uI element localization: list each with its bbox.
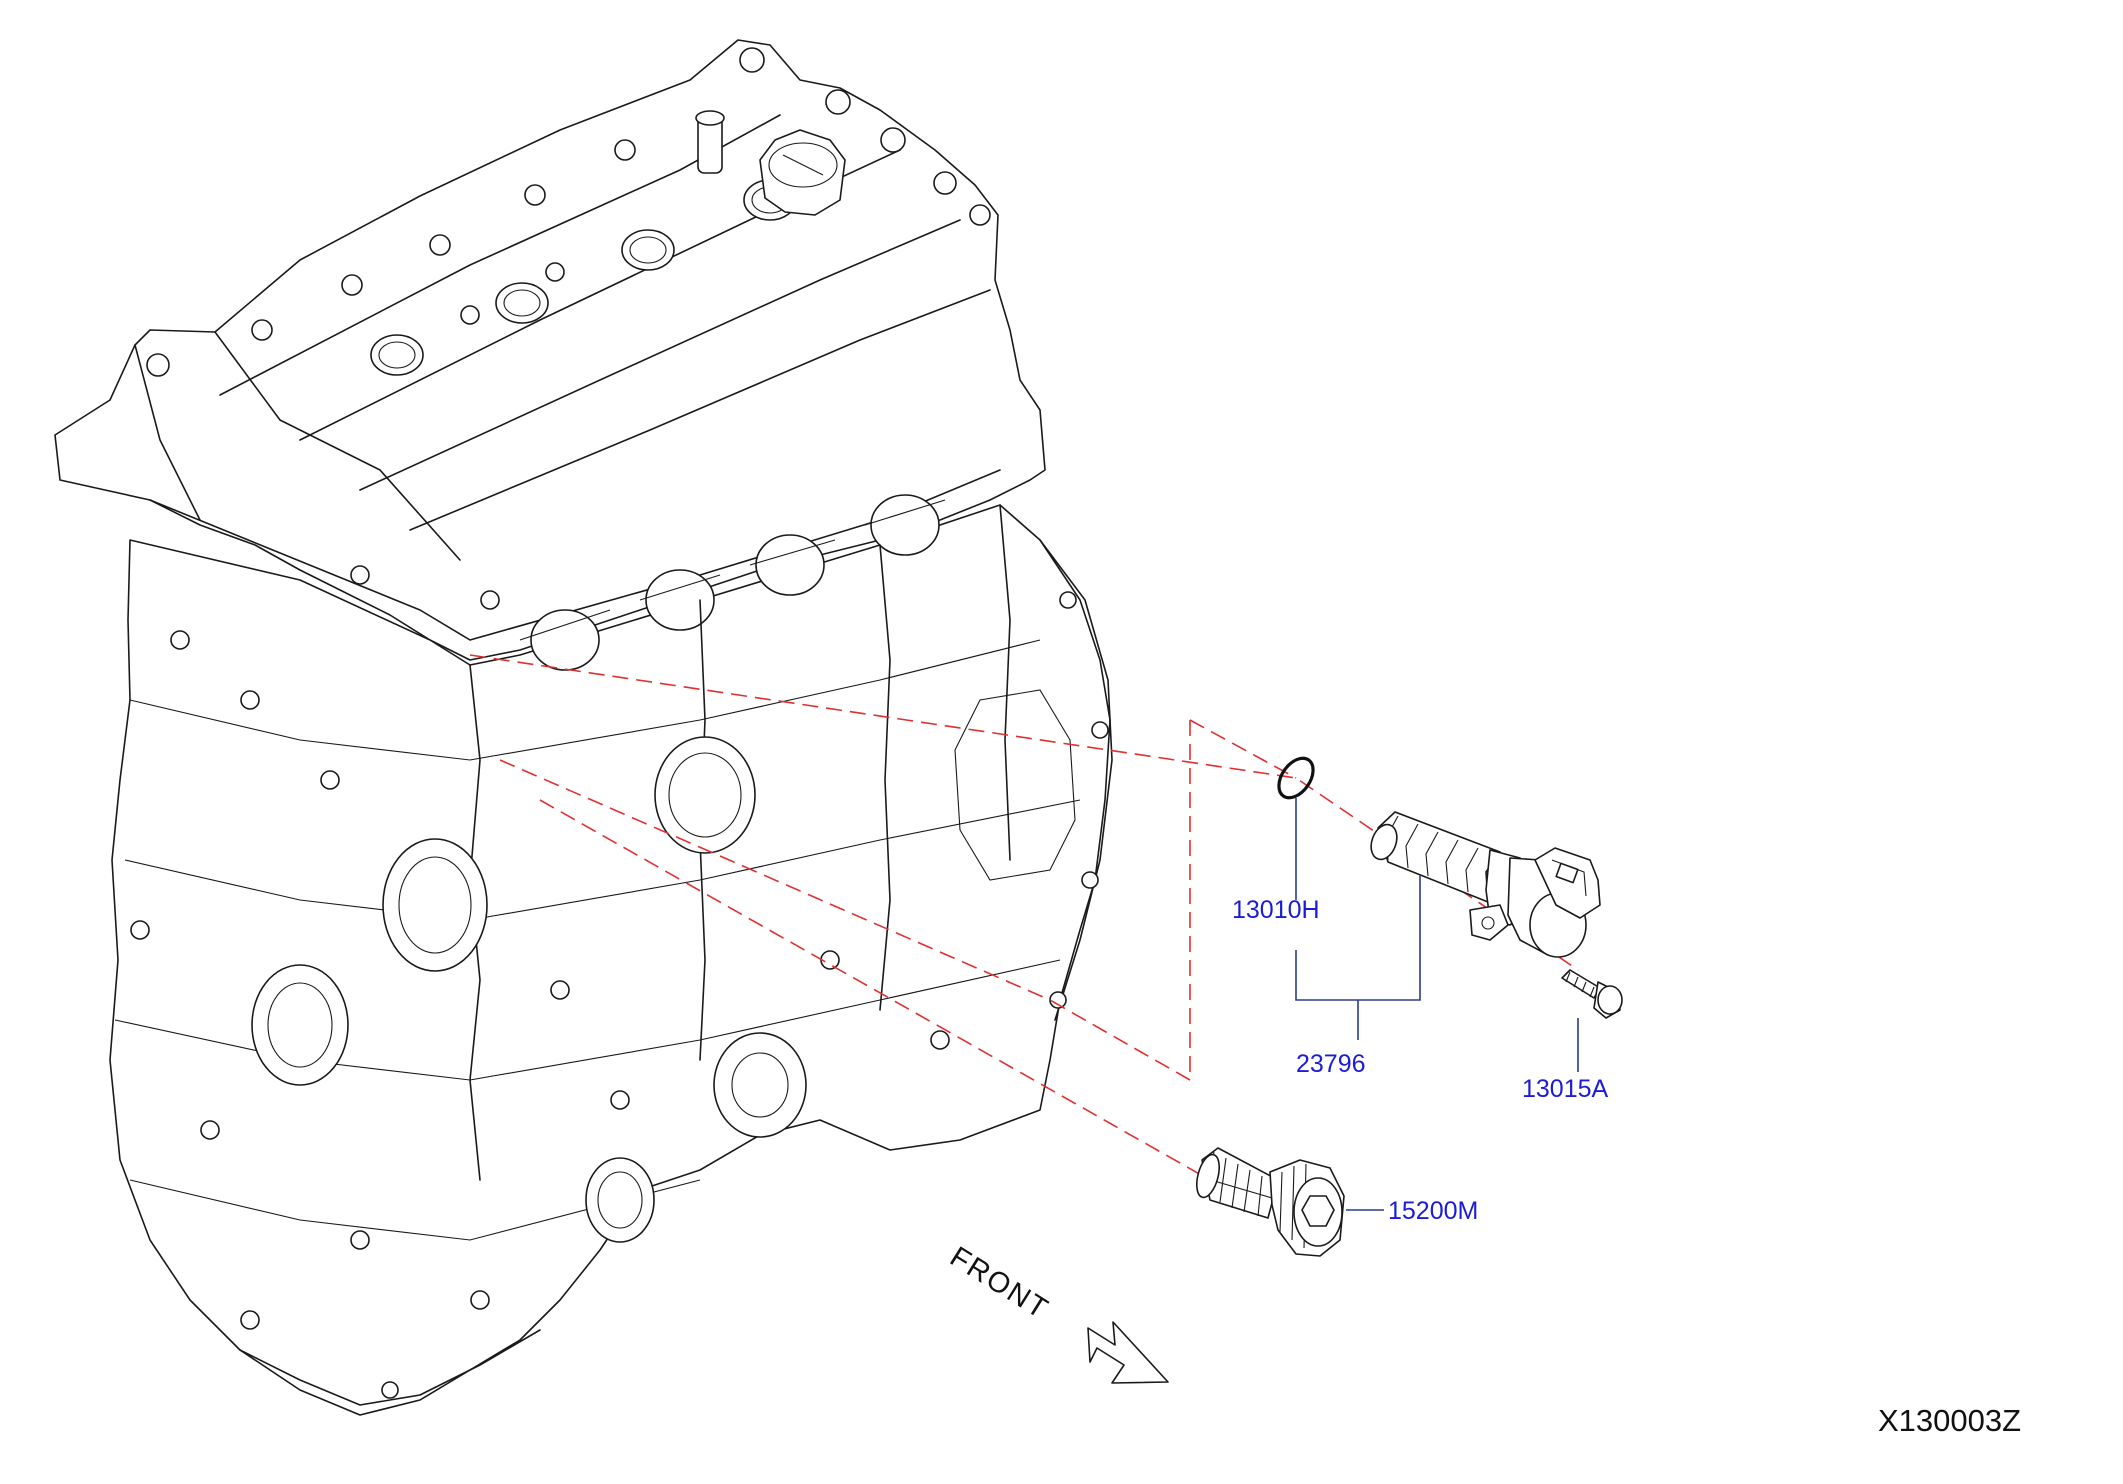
- front-label: FRONT: [944, 1241, 1054, 1326]
- spark-plug-opening-3: [621, 229, 675, 271]
- front-arrow-icon: [1087, 1321, 1169, 1384]
- engine-block-outline: [109, 504, 1111, 1416]
- oil-filter-plug-part: [1195, 1147, 1345, 1257]
- oil-pan-edge: [239, 1329, 541, 1406]
- oil-filler-cap: [759, 129, 846, 216]
- valve-cover-ridge-4: [409, 289, 991, 531]
- valve-cover-ridge-1: [219, 114, 781, 396]
- front-indicator: FRONT: [944, 1241, 1169, 1384]
- breather-tube: [695, 110, 725, 174]
- alignment-lines: [469, 654, 1579, 1181]
- leader-lines: [1295, 798, 1579, 1211]
- callout-valve-timing-solenoid: 23796: [1296, 1050, 1366, 1078]
- alignment-line-bracket-top: [1189, 719, 1297, 779]
- alignment-line-solenoid: [469, 654, 1579, 971]
- spark-plug-opening-1: [370, 334, 424, 376]
- valve-cover-bolts: [146, 47, 991, 610]
- front-cover-openings: [251, 838, 655, 1243]
- spark-plug-opening-2: [495, 282, 549, 324]
- block-bolts: [130, 630, 950, 1399]
- callout-bolt: 13015A: [1522, 1075, 1609, 1103]
- diagram-code: X130003Z: [1878, 1403, 2021, 1438]
- solenoid-mount-boss: [654, 736, 756, 854]
- callout-o-ring: 13010H: [1232, 896, 1320, 924]
- bolt-part: [1561, 969, 1623, 1019]
- o-ring-part: [1277, 756, 1315, 800]
- valve-cover-ridge-3: [359, 219, 961, 491]
- valve-timing-solenoid-part: [1370, 811, 1601, 958]
- callout-oil-filter-plug: 15200M: [1388, 1197, 1478, 1225]
- head-port-openings: [519, 494, 946, 671]
- cover-front-edge: [134, 344, 201, 521]
- alignment-line-bracket: [1049, 720, 1191, 1082]
- leader-solenoid-bracket: [1295, 875, 1421, 1001]
- alignment-line-filter: [539, 799, 1211, 1181]
- cover-side-edge: [214, 331, 461, 561]
- alignment-line-bolt: [499, 759, 1051, 1001]
- oil-filter-mount-boss: [713, 1032, 807, 1138]
- engine-assembly-illustration: [54, 39, 1113, 1416]
